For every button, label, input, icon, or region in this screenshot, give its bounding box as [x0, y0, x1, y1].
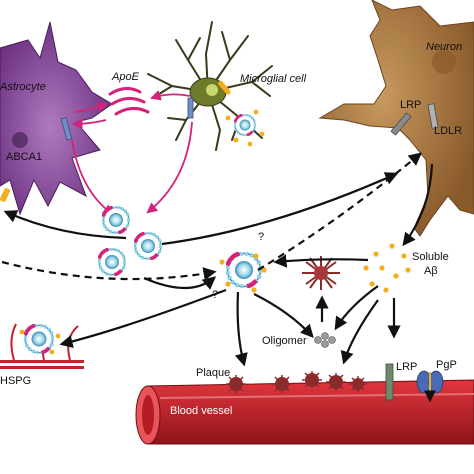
abeta-label: Aβ — [424, 265, 438, 277]
apoe-label: ApoE — [111, 71, 140, 83]
lipoprotein-cluster — [98, 206, 162, 276]
soluble-label: Soluble — [412, 251, 449, 263]
pathway-arrows — [1, 152, 434, 367]
plaque-label: Plaque — [196, 367, 230, 379]
neuron-label: Neuron — [426, 41, 462, 53]
pgp-label: PgP — [436, 359, 457, 371]
oligomer-label: Oligomer — [262, 335, 307, 347]
soluble-abeta — [363, 243, 411, 293]
neuron-cell — [318, 0, 474, 237]
abca1-label: ABCA1 — [6, 151, 42, 163]
apoe-lipids — [108, 87, 150, 116]
lrp-neuron-label: LRP — [400, 99, 421, 111]
fibril-aggregate — [302, 256, 340, 290]
astrocyte-cell — [0, 21, 113, 216]
question-mark-upper: ? — [258, 231, 264, 243]
amyloid-dots-microglia — [225, 109, 265, 147]
question-mark-lower: ? — [212, 289, 218, 301]
lrp-vessel-receptor — [385, 363, 394, 401]
astrocyte-label: Astrocyte — [0, 81, 46, 93]
microglial-cell-label: Microglial cell — [240, 73, 307, 85]
ldlr-label: LDLR — [434, 125, 462, 137]
lipoprotein-microglia — [234, 114, 256, 136]
hspg-proteoglycan — [0, 323, 84, 369]
hspg-label: HSPG — [0, 375, 31, 387]
vascular-plaques — [226, 371, 367, 393]
lrp-vessel-label: LRP — [396, 361, 417, 373]
abca1-transporter — [60, 117, 73, 141]
apoe-arrows — [71, 90, 193, 216]
apoe-abeta-complex — [219, 253, 267, 293]
oligomer-icon — [314, 332, 336, 348]
blood-vessel-label: Blood vessel — [170, 405, 232, 417]
pgp-transporter — [416, 370, 444, 403]
microglial-cell — [147, 21, 273, 151]
